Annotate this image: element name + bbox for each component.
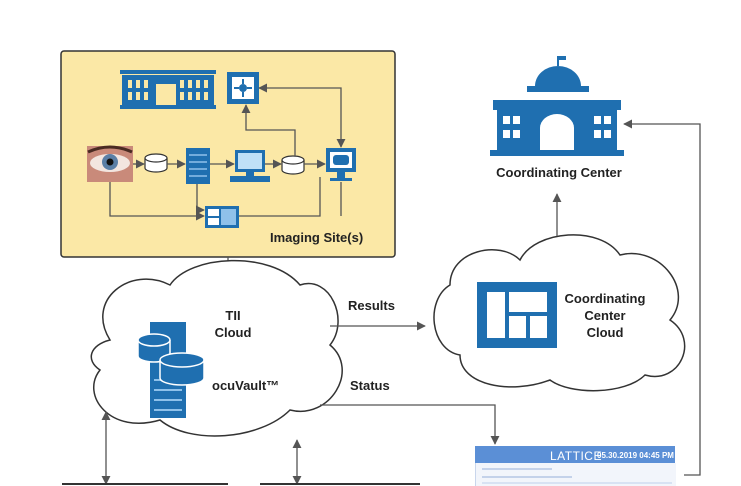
lattice-header <box>475 446 675 463</box>
database-server-icon <box>137 322 205 418</box>
eye-photo-icon <box>87 145 133 182</box>
tii-cloud <box>90 259 343 437</box>
tii-cloud-label: TII Cloud <box>214 308 252 340</box>
lattice-datetime: 05.30.2019 04:45 PM <box>597 451 674 460</box>
capitol-building-icon <box>490 56 624 156</box>
imaging-site-label: Imaging Site(s) <box>270 230 364 245</box>
monitor-icon <box>326 148 356 181</box>
lattice-content-line <box>482 468 552 470</box>
disk-icon <box>281 155 305 175</box>
coordinating-center-label: Coordinating Center <box>496 165 622 180</box>
hospital-building-icon <box>120 70 216 109</box>
computer-workstation-icon <box>230 150 270 182</box>
lattice-brand: LATTICE <box>550 449 602 463</box>
network-switch-icon <box>227 72 259 104</box>
main-connectors <box>101 119 701 485</box>
disk-icon <box>144 153 168 173</box>
imaging-site-connectors <box>109 83 346 221</box>
status-label: Status <box>350 378 390 393</box>
layout-icon <box>477 282 557 348</box>
results-label: Results <box>348 298 395 313</box>
cc-cloud-label: Coordinating Center Cloud <box>564 291 646 340</box>
lattice-content-line <box>482 476 572 478</box>
ocuvault-label: ocuVault™ <box>212 378 280 393</box>
server-tower-icon <box>186 148 210 184</box>
dashboard-icon <box>205 206 239 228</box>
lattice-content-line <box>482 482 672 484</box>
coordinating-center-cloud <box>433 234 686 392</box>
